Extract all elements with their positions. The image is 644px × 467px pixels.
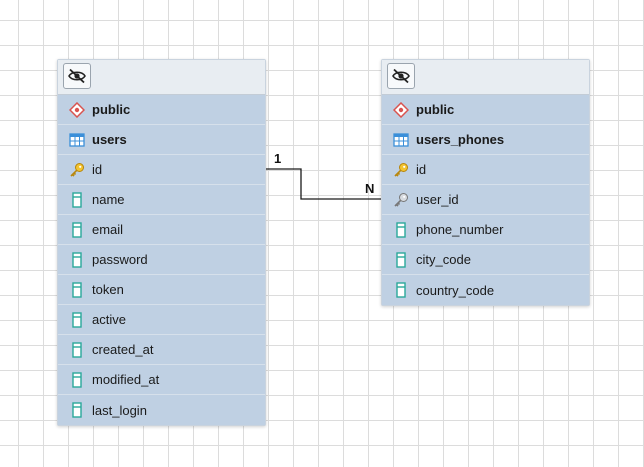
- table-name-row: users_phones: [382, 125, 589, 155]
- key-icon: [392, 161, 410, 179]
- cardinality-one-label: 1: [274, 151, 282, 166]
- column-row-phone-number[interactable]: phone_number: [382, 215, 589, 245]
- column-row-password[interactable]: password: [58, 245, 265, 275]
- column-row-city-code[interactable]: city_code: [382, 245, 589, 275]
- column-row-token[interactable]: token: [58, 275, 265, 305]
- column-row-modified-at[interactable]: modified_at: [58, 365, 265, 395]
- schema-name: public: [92, 102, 131, 117]
- table-node-header: [58, 60, 265, 95]
- column-row-email[interactable]: email: [58, 215, 265, 245]
- table-grid-icon: [392, 131, 410, 149]
- column-name: id: [92, 162, 103, 177]
- column-name: user_id: [416, 192, 459, 207]
- schema-row: public: [382, 95, 589, 125]
- table-node-users[interactable]: public users id name email password to: [57, 59, 266, 426]
- column-icon: [392, 281, 410, 299]
- schema-diamond-icon: [392, 101, 410, 119]
- key-icon: [68, 161, 86, 179]
- column-name: last_login: [92, 402, 147, 418]
- column-icon: [68, 191, 86, 209]
- column-name: modified_at: [92, 372, 160, 387]
- eye-slash-icon: [392, 68, 410, 84]
- column-row-active[interactable]: active: [58, 305, 265, 335]
- column-row-last-login[interactable]: last_login: [58, 395, 265, 425]
- schema-name: public: [416, 102, 455, 117]
- table-node-header: [382, 60, 589, 95]
- column-row-id[interactable]: id: [382, 155, 589, 185]
- column-icon: [68, 341, 86, 359]
- column-name: active: [92, 312, 126, 327]
- column-name: name: [92, 192, 125, 207]
- column-icon: [392, 251, 410, 269]
- column-icon: [68, 221, 86, 239]
- column-name: token: [92, 282, 124, 297]
- column-icon: [68, 371, 86, 389]
- table-name-row: users: [58, 125, 265, 155]
- relationship-line: [266, 168, 381, 200]
- column-row-name[interactable]: name: [58, 185, 265, 215]
- table-name: users: [92, 132, 127, 147]
- schema-diamond-icon: [68, 101, 86, 119]
- column-icon: [68, 251, 86, 269]
- column-icon: [68, 311, 86, 329]
- foreign-key-icon: [392, 191, 410, 209]
- column-icon: [68, 401, 86, 419]
- column-name: city_code: [416, 252, 471, 267]
- column-row-created-at[interactable]: created_at: [58, 335, 265, 365]
- cardinality-many-label: N: [365, 181, 375, 196]
- toggle-visibility-button[interactable]: [387, 63, 415, 89]
- column-name: country_code: [416, 282, 495, 298]
- eye-slash-icon: [68, 68, 86, 84]
- column-row-id[interactable]: id: [58, 155, 265, 185]
- column-name: id: [416, 162, 427, 177]
- toggle-visibility-button[interactable]: [63, 63, 91, 89]
- column-icon: [68, 281, 86, 299]
- column-icon: [392, 221, 410, 239]
- column-name: password: [92, 252, 148, 267]
- table-node-users-phones[interactable]: public users_phones id user_id phone_num…: [381, 59, 590, 306]
- column-row-country-code[interactable]: country_code: [382, 275, 589, 305]
- table-grid-icon: [68, 131, 86, 149]
- column-name: created_at: [92, 342, 154, 357]
- table-name: users_phones: [416, 132, 505, 147]
- column-name: email: [92, 222, 124, 237]
- column-name: phone_number: [416, 222, 504, 237]
- column-row-user-id[interactable]: user_id: [382, 185, 589, 215]
- schema-row: public: [58, 95, 265, 125]
